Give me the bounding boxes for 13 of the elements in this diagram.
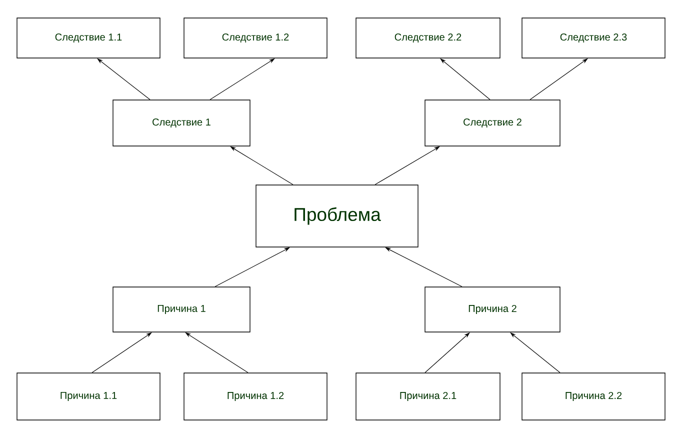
text-box: Причина 1.1 (16, 372, 160, 420)
text-box: Следствие 1.2 (184, 18, 328, 58)
text-box: Причина 1 (112, 286, 250, 332)
text-box: Следствие 2 (424, 100, 560, 146)
text-box: Следствие 1 (112, 100, 250, 146)
text-box: Следствие 2.3 (522, 18, 666, 58)
text-box: Причина 1.2 (184, 372, 328, 420)
text-box: Причина 2 (424, 286, 560, 332)
text-box: Причина 2.1 (356, 372, 500, 420)
problem-box: Проблема (256, 184, 418, 248)
text-box: Следствие 1.1 (16, 18, 160, 58)
text-box: Следствие 2.2 (356, 18, 500, 58)
text-box: Причина 2.2 (522, 372, 666, 420)
